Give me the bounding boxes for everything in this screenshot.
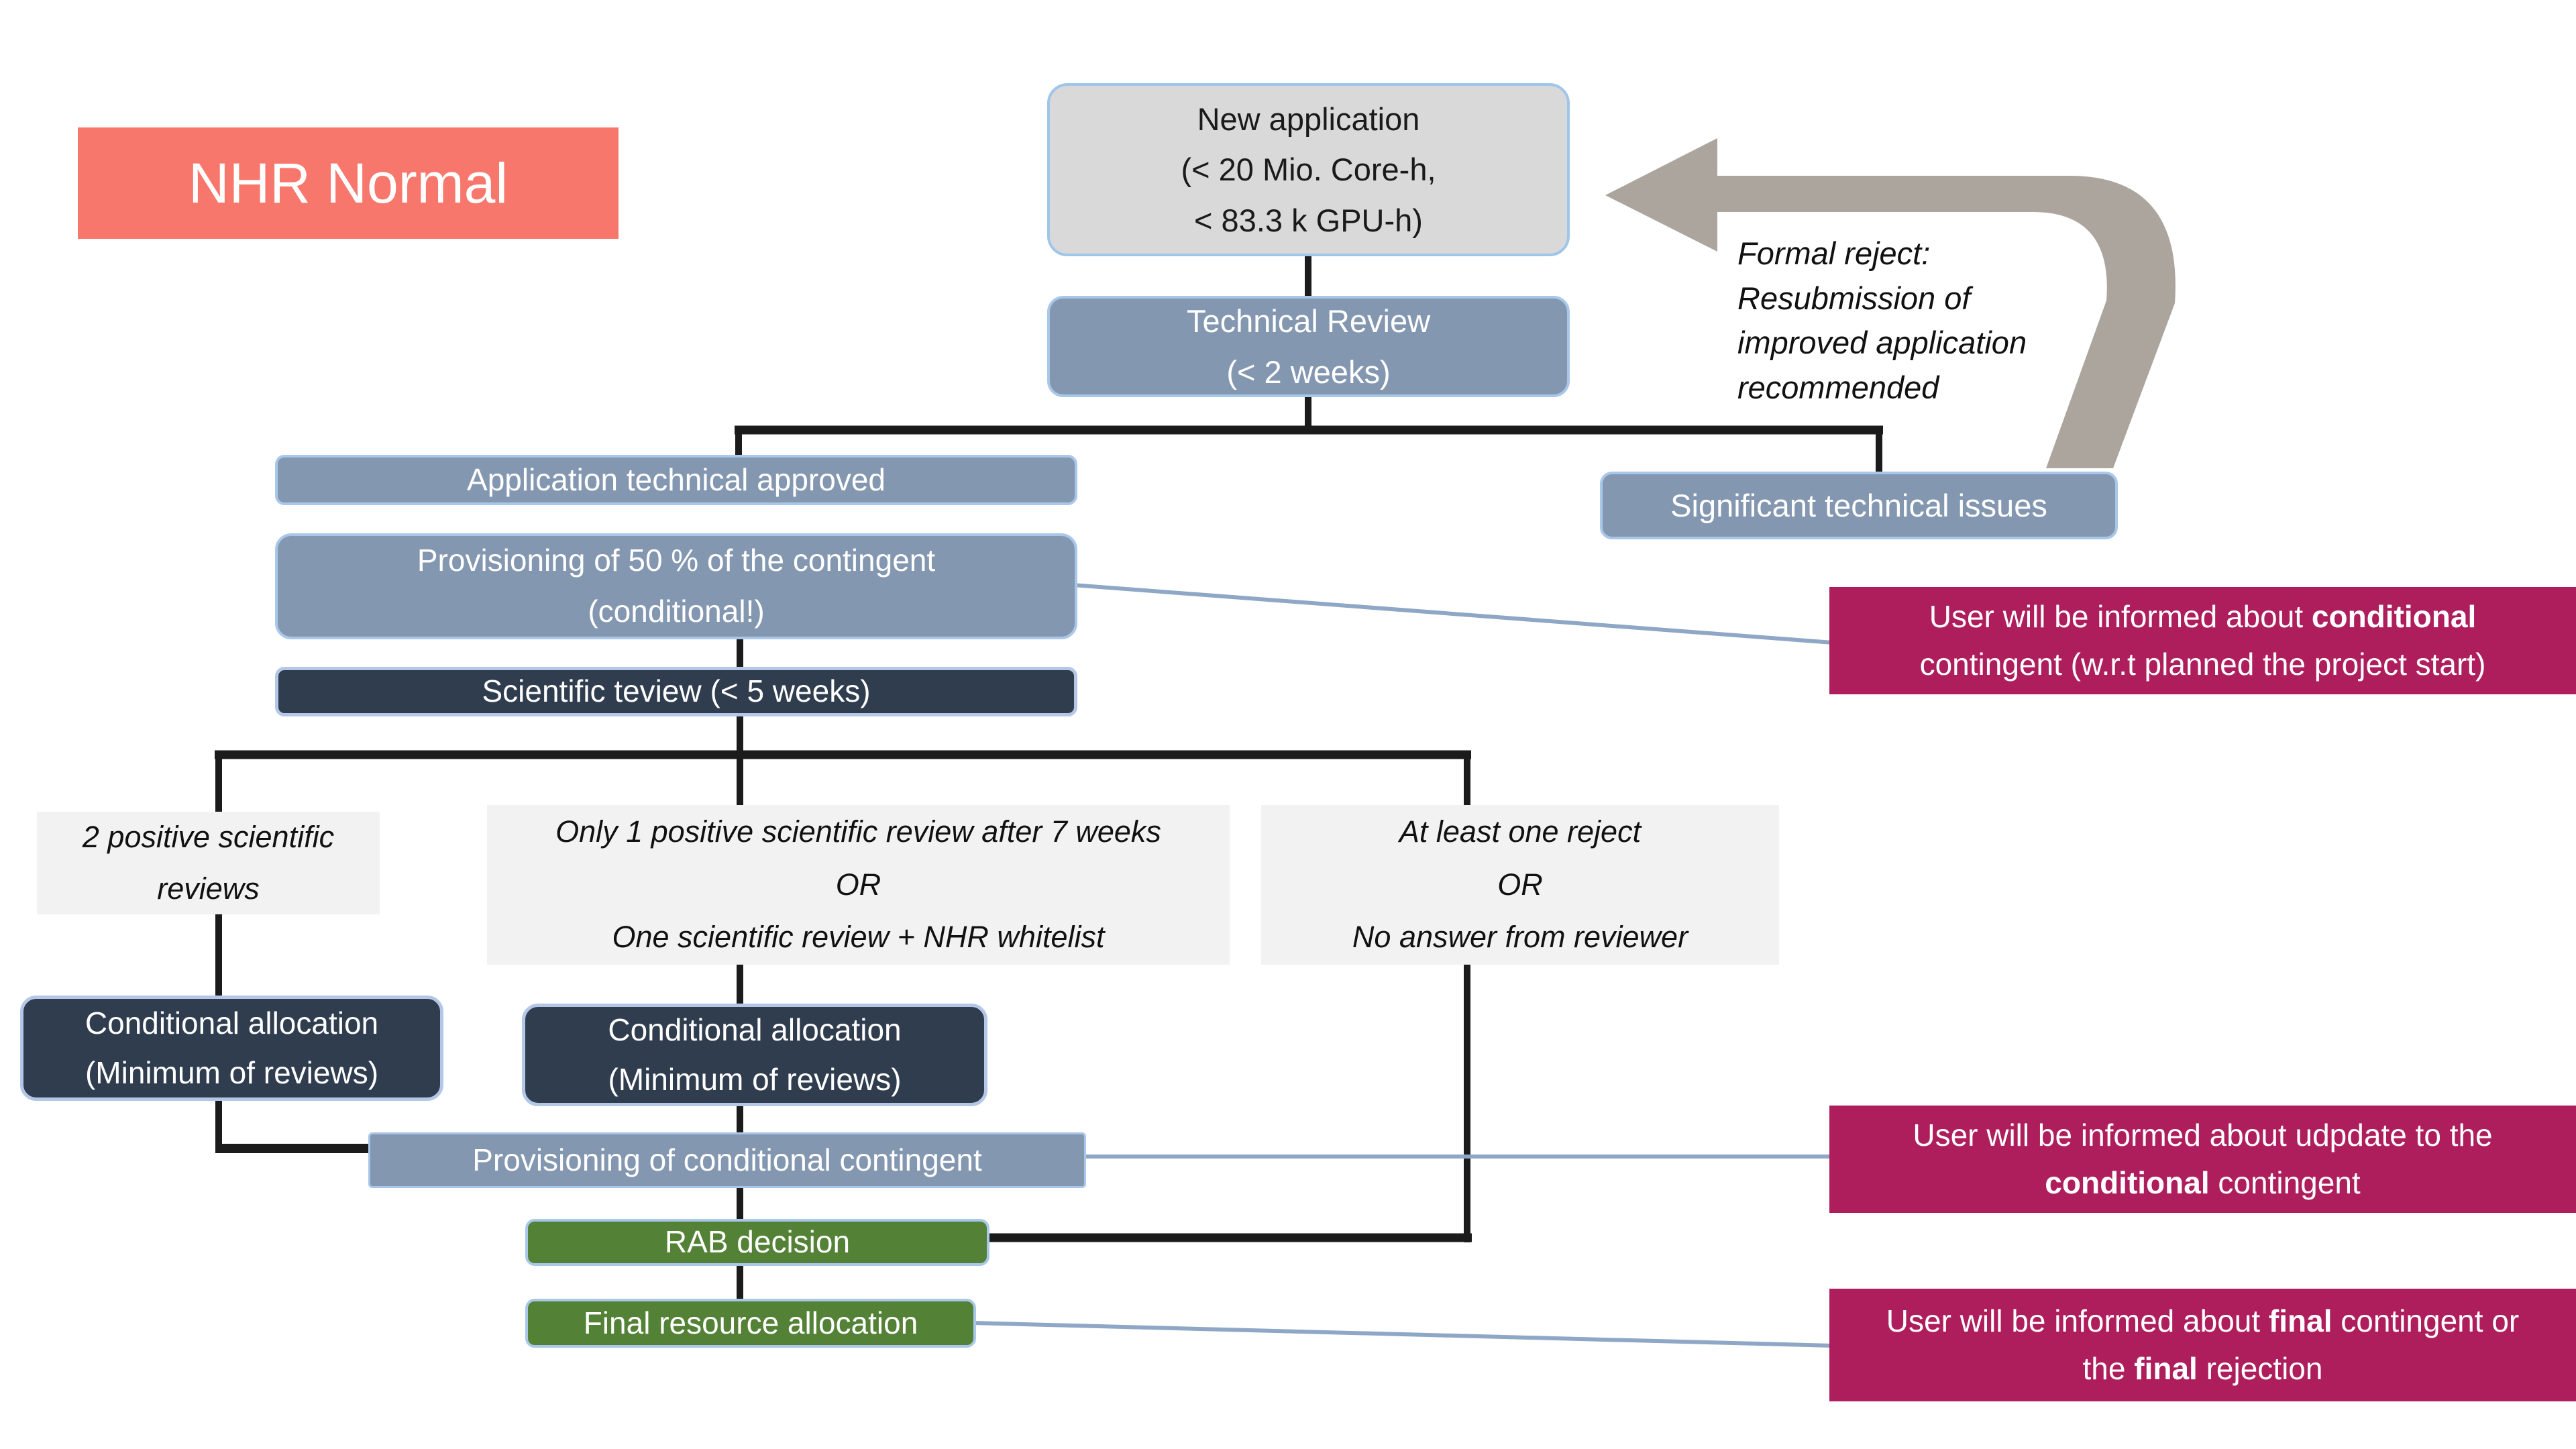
node-rab-decision: RAB decision: [525, 1219, 989, 1266]
text-line: contingent (w.r.t planned the project st…: [1920, 641, 2486, 688]
plain-text: contingent (w.r.t planned the project st…: [1919, 647, 2486, 682]
formal-reject-note: Formal reject: Resubmission of improved ap…: [1737, 231, 2194, 411]
reject-return-arrow: [1605, 138, 2176, 468]
black-connectors: [215, 254, 1883, 1301]
text-line: reviews: [157, 871, 260, 906]
plain-text: contingent: [2209, 1165, 2361, 1200]
text-line: < 83.3 k GPU-h): [1194, 202, 1423, 238]
diagram-title: NHR Normal: [78, 127, 619, 239]
plain-text: the: [2082, 1351, 2135, 1386]
node-conditional-allocation-left: Conditional allocation (Minimum of review…: [20, 996, 443, 1101]
text-line: One scientific review + NHR whitelist: [612, 920, 1105, 955]
plain-text: User will be informed about: [1929, 598, 2312, 634]
node-provisioning-50: Provisioning of 50 % of the contingent (c…: [275, 533, 1077, 639]
emphasis-text: conditional: [2311, 598, 2477, 634]
node-label: Provisioning of conditional contingent: [472, 1142, 982, 1177]
notice-update-conditional: User will be informed about udpdate to t…: [1829, 1106, 2576, 1213]
text-line: Only 1 positive scientific review after …: [555, 814, 1161, 849]
node-label: Application technical approved: [467, 462, 885, 497]
node-new-application: New application (< 20 Mio. Core-h, < 83.3 …: [1047, 83, 1570, 256]
node-significant-technical-issues: Significant technical issues: [1600, 472, 2118, 539]
node-label: Final resource allocation: [583, 1305, 918, 1340]
text-line: conditional contingent: [2045, 1159, 2360, 1207]
text-line: User will be informed about final contin…: [1886, 1297, 2519, 1345]
node-conditional-allocation-mid: Conditional allocation (Minimum of review…: [522, 1004, 987, 1106]
text-line: the final rejection: [2083, 1345, 2323, 1393]
text-line: recommended: [1737, 370, 1939, 406]
plain-text: rejection: [2197, 1351, 2323, 1386]
text-line: Formal reject:: [1737, 235, 1931, 271]
text-line: (Minimum of reviews): [608, 1061, 902, 1097]
node-scientific-review: Scientific teview (< 5 weeks): [275, 667, 1077, 716]
diagram-title-label: NHR Normal: [188, 151, 508, 215]
text-line: User will be informed about udpdate to t…: [1913, 1112, 2492, 1159]
text-line: (conditional!): [588, 594, 765, 629]
text-line: (< 20 Mio. Core-h,: [1181, 152, 1436, 188]
emphasis-text: final: [2134, 1351, 2198, 1386]
text-line: New application: [1197, 101, 1420, 138]
plain-text: User will be informed about udpdate to t…: [1913, 1117, 2493, 1152]
text-line: Conditional allocation: [608, 1012, 902, 1047]
plain-text: contingent or: [2332, 1303, 2520, 1338]
branch-one-positive-review: Only 1 positive scientific review after …: [487, 805, 1230, 965]
text-line: User will be informed about conditional: [1929, 593, 2476, 641]
node-provisioning-conditional: Provisioning of conditional contingent: [368, 1132, 1086, 1188]
node-label: Significant technical issues: [1670, 487, 2047, 523]
node-technical-review: Technical Review (< 2 weeks): [1047, 296, 1570, 397]
text-line: (< 2 weeks): [1226, 354, 1391, 390]
plain-text: User will be informed about: [1886, 1303, 2269, 1338]
notice-final-contingent: User will be informed about final contin…: [1829, 1289, 2576, 1401]
text-line: At least one reject: [1399, 814, 1642, 849]
text-line: Conditional allocation: [85, 1005, 379, 1040]
branch-two-positive-reviews: 2 positive scientific reviews: [37, 812, 380, 914]
text-line: (Minimum of reviews): [85, 1055, 379, 1090]
node-application-technical-approved: Application technical approved: [275, 455, 1077, 505]
text-line: 2 positive scientific: [82, 820, 335, 854]
text-line: Resubmission of: [1737, 280, 1971, 316]
text-line: Provisioning of 50 % of the contingent: [417, 543, 936, 578]
node-label: Scientific teview (< 5 weeks): [482, 674, 871, 709]
text-line: improved application: [1737, 325, 2027, 361]
node-label: RAB decision: [664, 1224, 851, 1260]
emphasis-text: final: [2268, 1303, 2332, 1338]
node-final-resource-allocation: Final resource allocation: [525, 1299, 976, 1348]
info-connectors: [972, 583, 1833, 1348]
emphasis-text: conditional: [2045, 1165, 2210, 1200]
text-line: Technical Review: [1186, 303, 1431, 339]
text-line: OR: [835, 867, 881, 902]
text-line: No answer from reviewer: [1352, 920, 1688, 955]
text-line: OR: [1497, 867, 1543, 902]
